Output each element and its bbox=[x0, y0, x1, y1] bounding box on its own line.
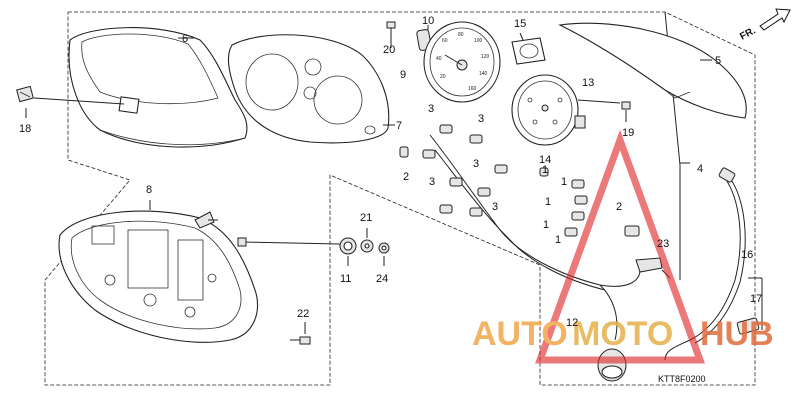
callout-number: 1 bbox=[561, 176, 567, 188]
callout-number: 4 bbox=[697, 163, 703, 175]
callout-number: 2 bbox=[616, 201, 622, 213]
callout-number: 20 bbox=[383, 44, 395, 56]
screw-part bbox=[621, 101, 631, 122]
lower-case-part bbox=[58, 200, 341, 343]
speed-tick-label: 100 bbox=[474, 38, 483, 44]
callout-number: 18 bbox=[19, 123, 31, 135]
watermark-left: AUTO bbox=[472, 315, 568, 353]
bolt-part bbox=[386, 21, 396, 48]
front-arrow-label: FR. bbox=[738, 25, 758, 42]
small-gauge-part bbox=[511, 32, 546, 65]
callout-number: 3 bbox=[428, 103, 434, 115]
callout-number: 8 bbox=[146, 184, 152, 196]
callout-number: 9 bbox=[400, 69, 406, 81]
callout-number: 11 bbox=[340, 273, 351, 285]
callout-number: 1 bbox=[545, 196, 551, 208]
tachometer-part bbox=[511, 74, 621, 146]
meter-panel-part bbox=[227, 34, 395, 144]
speed-tick-label: 120 bbox=[481, 54, 490, 60]
drawing-code: KTT8F0200 bbox=[658, 374, 706, 384]
screw-part bbox=[290, 322, 311, 345]
callout-number: 19 bbox=[622, 127, 634, 139]
callout-number: 1 bbox=[543, 219, 549, 231]
speedometer-cable-part bbox=[664, 167, 763, 361]
grommet-part bbox=[339, 237, 357, 266]
washer-part bbox=[360, 228, 374, 253]
callout-number: 7 bbox=[396, 120, 402, 132]
speedometer-part: 20 40 60 80 100 120 140 160 bbox=[423, 21, 501, 103]
speed-tick-label: 40 bbox=[436, 56, 442, 62]
callout-number: 14 bbox=[539, 154, 551, 166]
callout-number: 21 bbox=[360, 212, 372, 224]
upper-cover-part bbox=[68, 27, 248, 148]
callout-number: 12 bbox=[566, 317, 578, 329]
warning-triangle-icon bbox=[535, 129, 705, 364]
watermark-middle: MOTO bbox=[572, 315, 673, 353]
speed-tick-label: 80 bbox=[458, 32, 464, 38]
callout-number: 10 bbox=[422, 15, 434, 27]
callout-number: 3 bbox=[478, 113, 484, 125]
clip-part bbox=[16, 85, 125, 118]
speed-tick-label: 160 bbox=[468, 86, 477, 92]
callout-number: 24 bbox=[376, 273, 388, 285]
callout-number: 16 bbox=[741, 249, 753, 261]
arrow-right-icon bbox=[759, 8, 791, 31]
speed-tick-label: 60 bbox=[442, 38, 448, 44]
callout-number: 6 bbox=[182, 33, 188, 45]
speed-tick-label: 140 bbox=[479, 71, 488, 77]
callout-number: 1 bbox=[555, 234, 561, 246]
callout-number: 22 bbox=[297, 308, 309, 320]
callout-number: 3 bbox=[429, 176, 435, 188]
callout-number: 3 bbox=[473, 158, 479, 170]
callout-labels: 1 1 1 1 1 2 2 3 3 3 3 3 4 5 6 7 8 9 10 1… bbox=[19, 15, 762, 329]
watermark-right: HUB bbox=[700, 315, 774, 353]
front-direction-arrow: FR. bbox=[738, 8, 791, 43]
callout-number: 17 bbox=[750, 293, 762, 305]
watermark: AUTO MOTO HUB bbox=[472, 129, 774, 364]
callout-number: 2 bbox=[403, 171, 409, 183]
speed-tick-label: 20 bbox=[440, 74, 446, 80]
callout-number: 15 bbox=[514, 18, 526, 30]
nut-part bbox=[378, 242, 390, 266]
callout-number: 5 bbox=[715, 55, 721, 67]
callout-number: 23 bbox=[657, 238, 669, 250]
callout-number: 3 bbox=[492, 201, 498, 213]
face-plate-part bbox=[558, 22, 747, 119]
callout-number: 1 bbox=[542, 164, 548, 176]
callout-number: 13 bbox=[582, 77, 594, 89]
